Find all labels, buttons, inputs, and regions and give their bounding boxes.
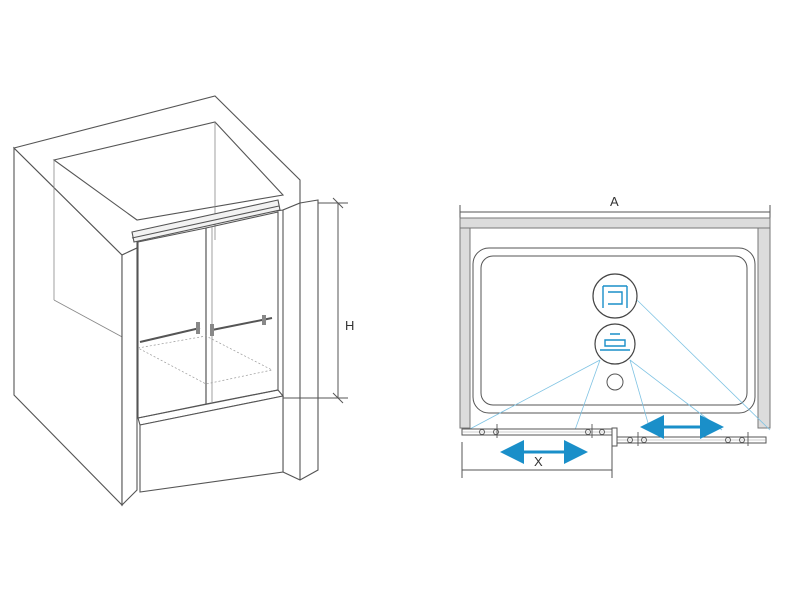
roller-detail-icon (594, 323, 636, 365)
bathtub-inner (480, 255, 748, 406)
profile-detail-icon (592, 273, 638, 319)
width-label: A (610, 194, 619, 209)
height-label: H (345, 318, 354, 333)
drain-icon (606, 373, 624, 391)
bathtub-outer (472, 247, 756, 414)
iso-bath-front (139, 395, 284, 493)
left-wall (459, 217, 471, 429)
back-wall (459, 217, 771, 229)
plan-view (459, 205, 771, 478)
iso-door-right (205, 211, 279, 405)
isometric-view (12, 95, 348, 507)
iso-door-left (137, 227, 207, 419)
iso-front-face (121, 247, 138, 507)
iso-inner-top (52, 121, 285, 221)
right-wall (757, 217, 771, 429)
iso-header-rail (131, 199, 281, 243)
iso-towel-bar-left (139, 327, 201, 343)
opening-label: X (534, 454, 543, 469)
